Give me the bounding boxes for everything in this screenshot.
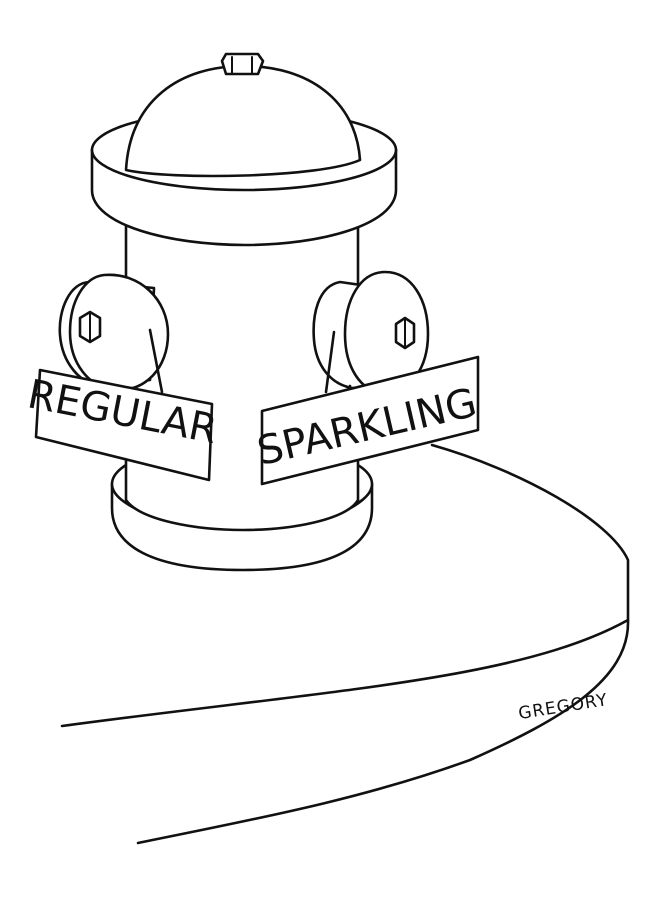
fire-hydrant (58, 52, 430, 572)
artist-signature: GREGORY (517, 690, 609, 724)
curb (60, 443, 630, 845)
right-outlet-nozzle (312, 270, 430, 397)
